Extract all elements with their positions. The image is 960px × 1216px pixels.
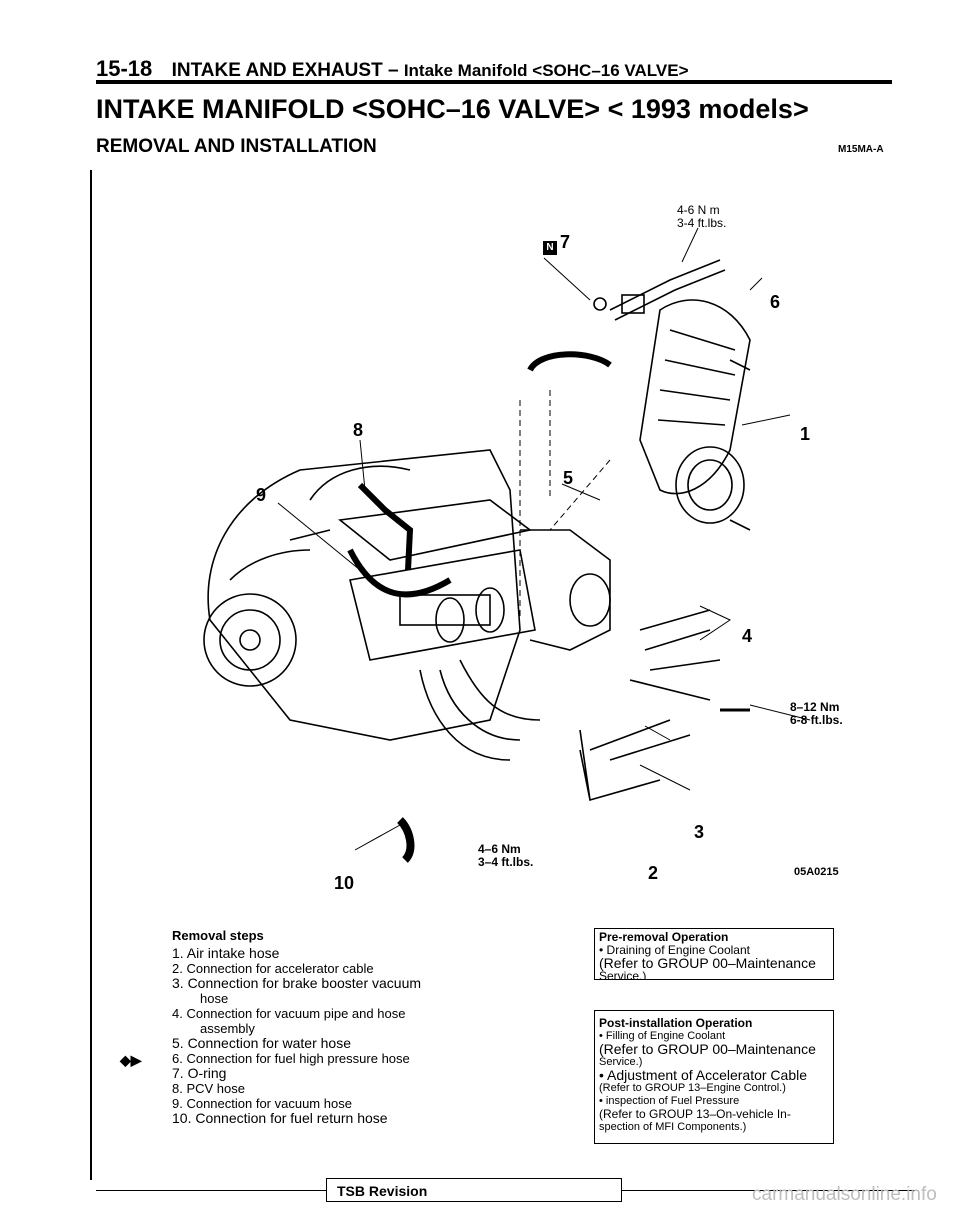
document-code: M15MA-A: [838, 144, 884, 155]
list-item: 4. Connection for vacuum pipe and hose: [172, 1006, 406, 1021]
figure-code: 05A0215: [794, 866, 839, 878]
vacuum-pipe-drawing: [629, 609, 721, 701]
tsb-revision-box: TSB Revision: [326, 1178, 622, 1202]
post-installation-line: • Adjustment of Accelerator Cable: [599, 1067, 808, 1083]
water-hose-drawing: [527, 351, 612, 372]
torque-bottom: 4–6 Nm 3–4 ft.lbs.: [478, 842, 534, 869]
pre-removal-line: (Refer to GROUP 00–Maintenance: [599, 955, 816, 971]
list-item: 2. Connection for accelerator cable: [172, 961, 374, 976]
post-installation-heading: Post-installation Operation: [599, 1016, 753, 1030]
section-name: INTAKE AND EXHAUST: [171, 60, 383, 81]
list-item: 3. Connection for brake booster vacuum: [172, 975, 422, 991]
pcv-hose-drawing: [357, 482, 414, 571]
post-installation-line: (Refer to GROUP 00–Maintenance: [599, 1041, 816, 1057]
list-item: 6. Connection for fuel high pressure hos…: [172, 1051, 410, 1066]
service-point-icon: ◆▶: [120, 1052, 142, 1068]
list-item: assembly: [200, 1021, 255, 1036]
post-installation-line: • Filling of Engine Coolant: [599, 1030, 726, 1042]
list-item: 8. PCV hose: [172, 1081, 245, 1096]
air-intake-hose-drawing: [639, 299, 751, 531]
marker-n-icon: N: [543, 241, 557, 255]
removal-steps-heading: Removal steps: [172, 928, 264, 943]
vacuum-hose-drawing: [347, 548, 452, 598]
post-installation-line: Service.): [599, 1056, 643, 1068]
post-installation-line: spection of MFI Components.): [599, 1121, 747, 1133]
watermark: carmanualsonline.info: [752, 1184, 937, 1205]
pre-removal-heading: Pre-removal Operation: [599, 930, 729, 944]
list-item: 1. Air intake hose: [172, 945, 280, 961]
page-header: 15-18 INTAKE AND EXHAUST – Intake Manifo…: [96, 56, 689, 82]
post-installation-line: (Refer to GROUP 13–On-vehicle In-: [599, 1107, 791, 1121]
callout-6: 6: [770, 292, 781, 312]
callout-2: 2: [648, 863, 659, 883]
list-item: 9. Connection for vacuum hose: [172, 1096, 352, 1111]
post-installation-line: (Refer to GROUP 13–Engine Control.): [599, 1082, 786, 1094]
post-installation-line: • inspection of Fuel Pressure: [599, 1095, 740, 1107]
pre-removal-box: Pre-removal Operation • Draining of Engi…: [594, 928, 834, 980]
accelerator-cable-drawing: [579, 729, 661, 802]
page-number: 15-18: [96, 56, 153, 81]
list-item: 7. O-ring: [172, 1065, 227, 1081]
post-installation-box: Post-installation Operation • Filling of…: [594, 1010, 834, 1144]
torque-top: 4-6 N m 3-4 ft.lbs.: [677, 203, 727, 230]
callout-5: 5: [563, 468, 574, 488]
callout-9: 9: [256, 485, 267, 505]
callout-10: 10: [334, 873, 355, 893]
leader-lines: [277, 227, 811, 851]
pre-removal-line: Service.): [599, 969, 647, 980]
header-rule: [96, 80, 892, 84]
subsection-name: Intake Manifold <SOHC–16 VALVE>: [403, 61, 689, 80]
removal-steps: Removal steps 1. Air intake hose 2. Conn…: [172, 928, 472, 1126]
callout-8: 8: [353, 420, 364, 440]
page-subtitle: REMOVAL AND INSTALLATION: [96, 136, 377, 157]
brake-hose-drawing: [589, 719, 691, 761]
list-item: hose: [200, 991, 229, 1006]
pre-removal-line: • Draining of Engine Coolant: [599, 943, 750, 957]
page-title: INTAKE MANIFOLD <SOHC–16 VALVE> < 1993 m…: [96, 94, 809, 124]
callout-3: 3: [694, 822, 705, 842]
callout-4: 4: [742, 626, 753, 646]
list-item: 10. Connection for fuel return hose: [172, 1110, 388, 1126]
torque-right: 8–12 Nm 6-8 ft.lbs.: [790, 700, 843, 727]
margin-rule: [90, 170, 92, 1180]
header-dash: –: [387, 60, 399, 81]
callout-7: 7: [560, 232, 571, 252]
callout-1: 1: [800, 424, 811, 444]
return-hose-drawing: [396, 817, 415, 863]
fuel-pipe-drawing: [593, 259, 726, 321]
engine-diagram: [203, 227, 811, 863]
engine-block-drawing: [203, 449, 611, 761]
list-item: 5. Connection for water hose: [172, 1035, 351, 1051]
